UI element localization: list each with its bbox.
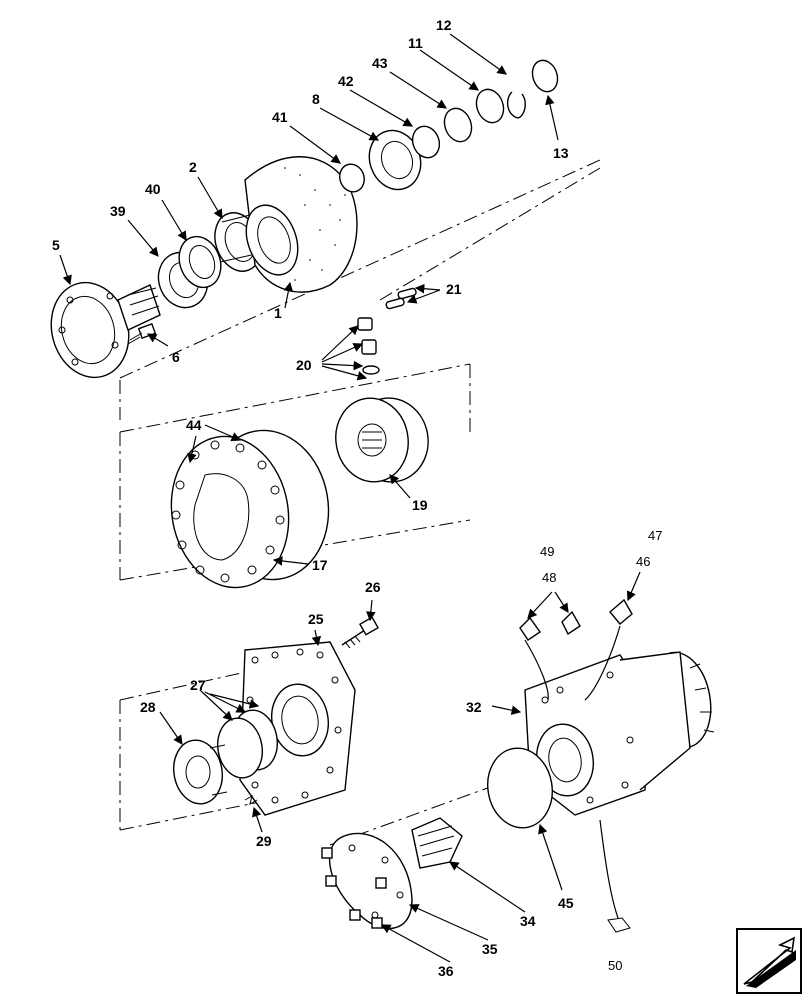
cover-bolts-part (321, 847, 387, 929)
gear-rotor-part (335, 397, 429, 483)
callout-labels: 5 6 39 40 2 1 41 8 42 43 11 12 13 21 20 … (52, 17, 662, 979)
callout-36: 36 (438, 963, 454, 979)
callout-34: 34 (520, 913, 536, 929)
callout-12: 12 (436, 17, 452, 33)
ring-41-part (339, 163, 365, 193)
hub-housing-part (244, 156, 358, 293)
callout-21: 21 (446, 281, 462, 297)
ring-43-part (443, 107, 473, 143)
callout-1: 1 (274, 305, 282, 321)
callout-2: 2 (189, 159, 197, 175)
callout-28: 28 (140, 699, 156, 715)
callout-45: 45 (558, 895, 574, 911)
callout-32: 32 (466, 699, 482, 715)
callout-49: 49 (540, 544, 554, 559)
ring-13-part (531, 59, 559, 93)
piston-part (173, 739, 228, 805)
ring-gear-part (170, 429, 330, 589)
oring-part (487, 747, 553, 829)
filter-part (411, 817, 463, 869)
callout-8: 8 (312, 91, 320, 107)
callout-41: 41 (272, 109, 288, 125)
pin-part (385, 287, 417, 310)
motor-body-part (524, 651, 715, 816)
callout-46: 46 (636, 554, 650, 569)
callout-44: 44 (186, 417, 202, 433)
callout-29: 29 (256, 833, 272, 849)
flange-shaft-part (50, 281, 161, 379)
spring-part (244, 794, 258, 806)
motor-group (321, 598, 715, 933)
clip-part (607, 917, 631, 933)
leader-lines (59, 33, 641, 963)
callout-20: 20 (296, 357, 312, 373)
gear-set-group (119, 363, 471, 589)
callout-39: 39 (110, 203, 126, 219)
ring-11-part (475, 88, 505, 124)
back-arrow-icon[interactable] (736, 928, 802, 994)
snap-ring-part (506, 91, 526, 119)
callout-47: 47 (648, 528, 662, 543)
ring-42-part (411, 125, 441, 159)
ring-part (178, 235, 222, 289)
hub-assembly-group (50, 59, 601, 420)
callout-40: 40 (145, 181, 161, 197)
brake-housing-part (239, 641, 356, 816)
callout-42: 42 (338, 73, 354, 89)
callout-43: 43 (372, 55, 388, 71)
seal-27b-part (217, 717, 263, 779)
callout-50: 50 (608, 958, 622, 973)
callout-13: 13 (553, 145, 569, 161)
callout-25: 25 (308, 611, 324, 627)
hose-part (524, 639, 549, 701)
callout-11: 11 (408, 35, 423, 51)
callout-26: 26 (365, 579, 381, 595)
cover-plate-part (328, 832, 413, 930)
brake-housing-group (119, 616, 380, 831)
callout-19: 19 (412, 497, 428, 513)
callout-48: 48 (542, 570, 556, 585)
callout-17: 17 (312, 557, 328, 573)
housing-bolt-part (341, 616, 380, 649)
fitting-part (519, 598, 633, 641)
callout-5: 5 (52, 237, 60, 253)
callout-27: 27 (190, 677, 206, 693)
callout-6: 6 (172, 349, 180, 365)
callout-35: 35 (482, 941, 498, 957)
